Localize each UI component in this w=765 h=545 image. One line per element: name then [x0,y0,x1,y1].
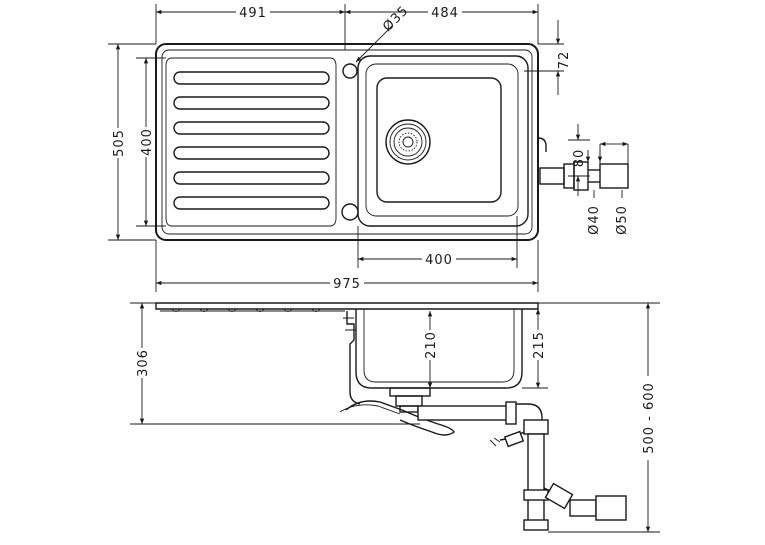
appliance-connector [489,430,525,448]
drainer-area [165,57,337,227]
dim-overall-width: 975 [333,277,361,292]
dim-bowl-inner-width: 400 [425,253,453,268]
top-view [155,43,629,241]
trap-coupling [523,419,549,435]
tap-hole [342,63,358,79]
dim-overall-depth: 505 [112,129,127,157]
dim-bowl-depth: 210 [424,331,439,359]
dim-bowl-depth-outer: 215 [532,331,547,359]
drainer-groove [173,96,330,110]
dim-top-offset: 72 [557,51,572,70]
drainer-grooves [173,71,330,210]
drainer-groove [173,71,330,85]
waste-pipe-horizontal [417,405,509,421]
sink-top-plate [155,302,539,310]
overflow-hose [345,400,455,436]
sink-inner-rim [161,49,533,235]
dim-drainer-width: 491 [239,6,267,21]
drainer-groove [173,146,330,160]
dim-outlet-dia-50: Ø50 [615,205,630,235]
bowl-bottom [376,77,502,203]
overflow-hole [341,203,359,221]
dim-waste-height: 80 [572,149,587,168]
dim-tap-hole-dia: Ø35 [380,3,412,35]
bottom-side-outlet [543,482,627,521]
dim-inner-depth: 400 [140,128,155,156]
drainer-groove [173,121,330,135]
dim-outlet-dia-40: Ø40 [587,205,602,235]
drain-body [389,387,431,397]
drainer-groove [173,196,330,210]
bowl-profile [355,309,523,389]
drainer-groove [173,171,330,185]
bowl-wall [365,63,519,217]
trap-vertical-pipe [527,433,545,525]
dim-cabinet-height: 306 [136,349,151,377]
drain-strainer [385,119,431,165]
bowl-outer [357,55,529,227]
sink-outer-rim [155,43,539,241]
side-view [155,302,627,531]
overflow-pipe [346,311,361,405]
dim-bowl-width: 484 [431,6,459,21]
side-dimensions: 306 210 215 500 - 600 [130,302,660,533]
dim-install-range: 500 - 600 [642,382,657,454]
